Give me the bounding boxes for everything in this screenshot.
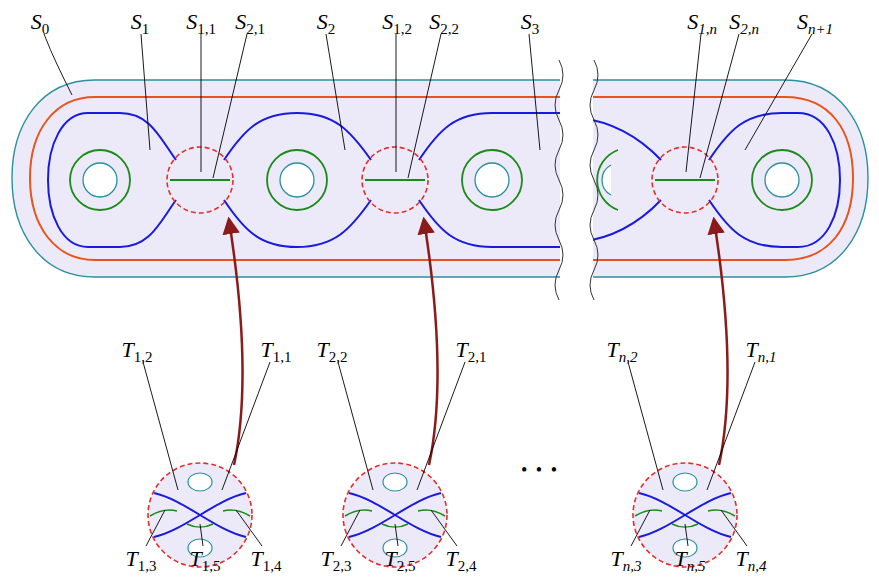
curve-label: S3 bbox=[521, 11, 540, 33]
curve-label: S2,1 bbox=[235, 11, 265, 33]
curve-label: T1,4 bbox=[251, 548, 282, 570]
curve-label: • • • bbox=[521, 461, 559, 479]
curve-label: T2,5 bbox=[385, 548, 416, 570]
curve-label: S1,2 bbox=[382, 11, 412, 33]
curve-label: Sn+1 bbox=[797, 11, 833, 33]
curve-label: Tn,1 bbox=[746, 339, 777, 361]
curve-label: T2,4 bbox=[446, 548, 477, 570]
curve-label: S1,n bbox=[687, 11, 717, 33]
curve-label: T1,2 bbox=[122, 339, 153, 361]
curve-label: S1 bbox=[131, 11, 150, 33]
curve-label: S0 bbox=[31, 11, 50, 33]
curve-label: Tn,2 bbox=[607, 339, 638, 361]
curve-label: S2,n bbox=[729, 11, 759, 33]
curve-label: S2,2 bbox=[429, 11, 459, 33]
curve-label: T1,1 bbox=[261, 339, 292, 361]
curve-label: Tn,3 bbox=[611, 548, 642, 570]
curve-label: S2 bbox=[317, 11, 336, 33]
curve-label: Tn,5 bbox=[675, 548, 706, 570]
curve-label: T2,2 bbox=[317, 339, 348, 361]
curve-label: T2,3 bbox=[321, 548, 352, 570]
curve-label: Tn,4 bbox=[736, 548, 767, 570]
curve-label: T1,3 bbox=[126, 548, 157, 570]
curve-label: S1,1 bbox=[186, 11, 216, 33]
curve-label: T1,5 bbox=[190, 548, 221, 570]
curve-label: T2,1 bbox=[456, 339, 487, 361]
